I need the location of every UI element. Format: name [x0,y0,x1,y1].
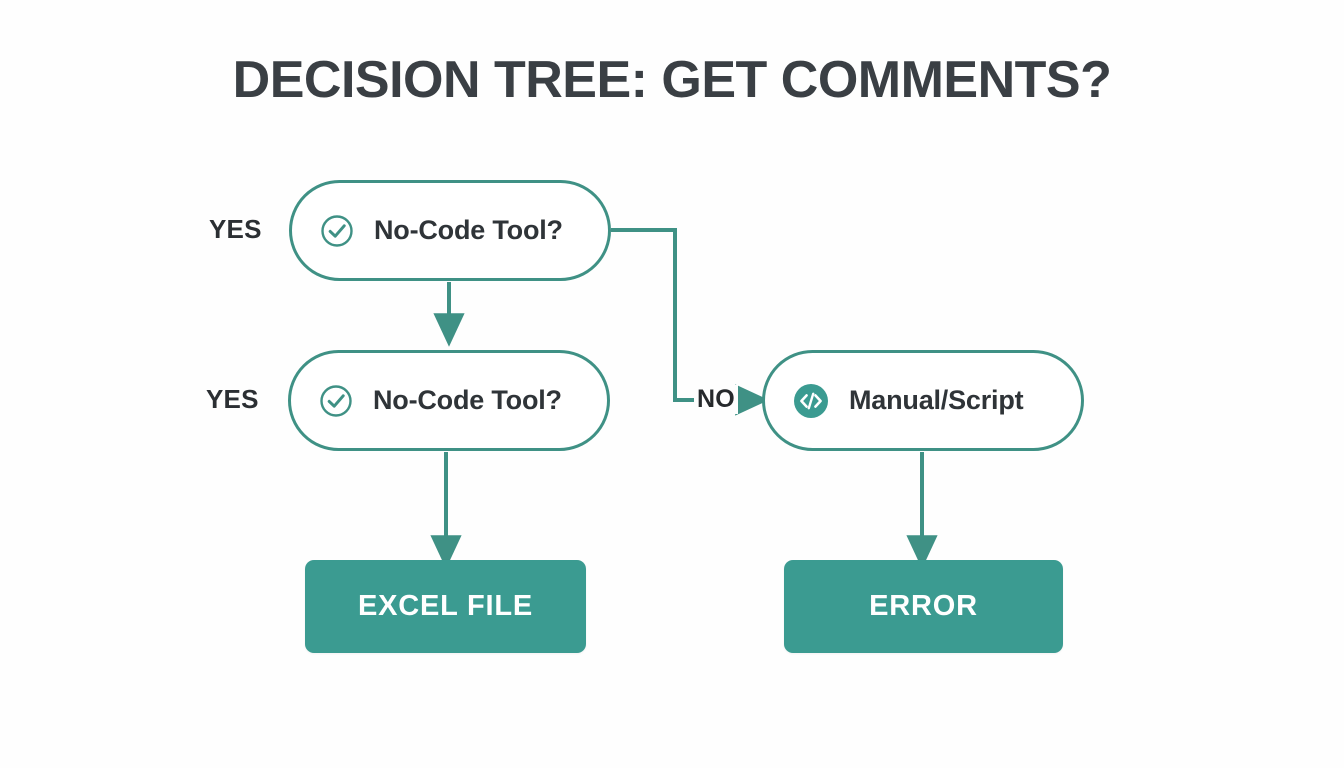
branch-label-yes-1: YES [209,214,262,244]
check-circle-icon [320,384,352,417]
terminal-node-excel-file[interactable]: EXCEL FILE [305,560,586,653]
decision-node-no-code-tool-2[interactable]: No-Code Tool? [288,350,610,451]
page-title: DECISION TREE: GET COMMENTS? [232,51,1112,109]
code-brackets-icon [794,383,828,418]
terminal-label-error: ERROR [869,590,978,622]
terminal-label-excel-file: EXCEL FILE [357,590,534,622]
decision-node-label-2: No-Code Tool? [373,385,562,415]
branch-label-no: NO [694,385,738,414]
decision-node-label-1: No-Code Tool? [374,215,563,245]
branch-label-yes-2: YES [206,384,259,414]
connector-decision1-to-manual [611,228,769,416]
check-circle-icon [321,214,353,247]
process-node-manual-script[interactable]: Manual/Script [762,350,1084,451]
process-node-label-manual-script: Manual/Script [849,385,1024,415]
decision-node-no-code-tool-1[interactable]: No-Code Tool? [289,180,611,281]
terminal-node-error[interactable]: ERROR [784,560,1063,653]
